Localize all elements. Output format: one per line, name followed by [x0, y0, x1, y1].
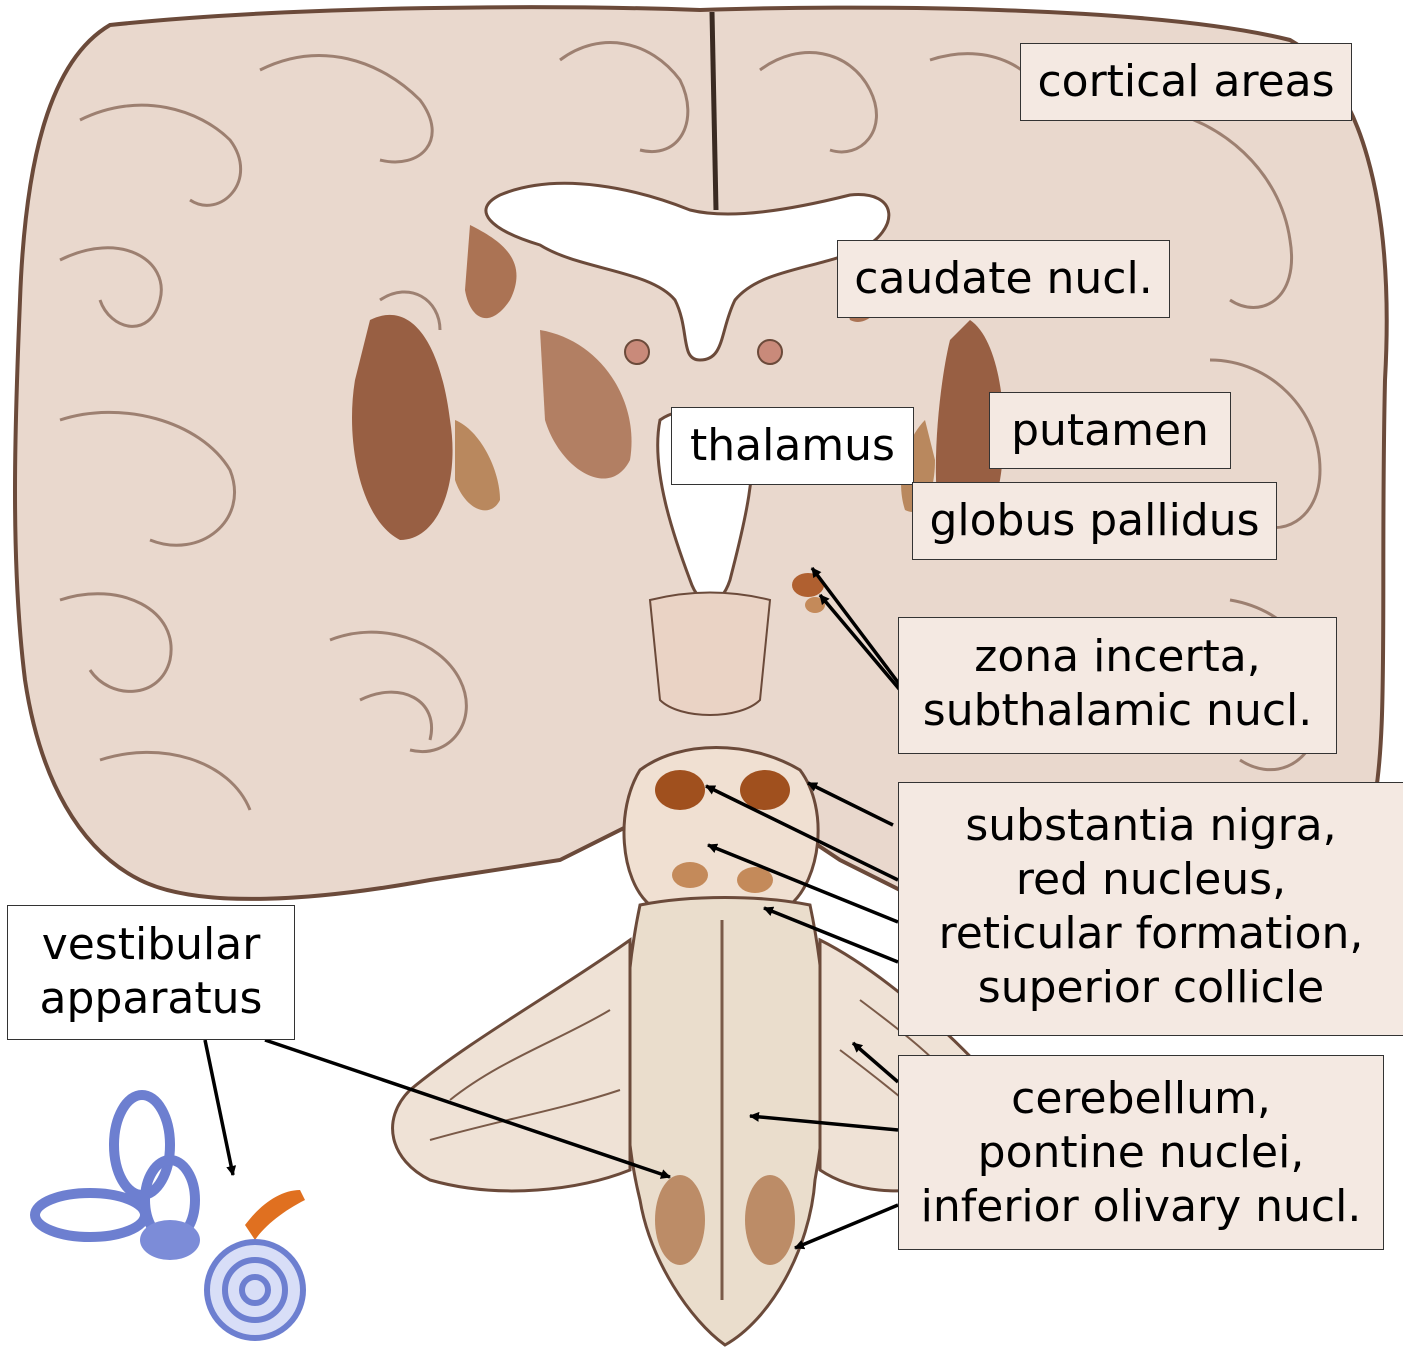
hypothalamus [650, 593, 770, 716]
inferior-olive-left [655, 1175, 705, 1265]
label-cerebellum-line3: inferior olivary nucl. [899, 1180, 1383, 1234]
inner-ear-illustration [35, 1095, 305, 1338]
label-zona-incerta-line2: subthalamic nucl. [899, 684, 1336, 738]
label-cerebellum: cerebellum, pontine nuclei, inferior oli… [898, 1055, 1384, 1250]
label-cerebellum-line1: cerebellum, [899, 1072, 1383, 1126]
choroid-plexus-left [625, 340, 649, 364]
label-zona-incerta-line1: zona incerta, [899, 630, 1336, 684]
label-nigra-line3: reticular formation, [899, 907, 1403, 961]
cochlea [207, 1242, 303, 1338]
label-zona-incerta: zona incerta, subthalamic nucl. [898, 617, 1337, 754]
label-nigra-line4: superior collicle [899, 961, 1403, 1015]
substantia-nigra-right [740, 770, 790, 810]
inferior-olive-right [745, 1175, 795, 1265]
cochlear-nerve [245, 1190, 305, 1240]
label-nigra-line1: substantia nigra, [899, 799, 1403, 853]
red-nucleus-left [672, 862, 708, 888]
label-globus-pallidus: globus pallidus [912, 482, 1277, 560]
label-cerebellum-line2: pontine nuclei, [899, 1126, 1383, 1180]
label-putamen: putamen [989, 392, 1231, 469]
midbrain [624, 748, 818, 917]
label-cortical-areas: cortical areas [1020, 43, 1352, 121]
label-thalamus: thalamus [671, 407, 914, 485]
substantia-nigra-left [655, 770, 705, 810]
label-vestibular-line1: vestibular [8, 918, 294, 972]
label-vestibular-line2: apparatus [8, 972, 294, 1026]
semicircular-canal-lateral [35, 1193, 145, 1237]
label-substantia-nigra: substantia nigra, red nucleus, reticular… [898, 782, 1403, 1036]
arrow-vestibular-ear [205, 1040, 233, 1175]
label-caudate-nucleus: caudate nucl. [837, 240, 1170, 318]
label-vestibular-apparatus: vestibular apparatus [7, 905, 295, 1040]
label-nigra-line2: red nucleus, [899, 853, 1403, 907]
semicircular-canal-anterior [114, 1095, 170, 1195]
vestibule [140, 1220, 200, 1260]
choroid-plexus-right [758, 340, 782, 364]
